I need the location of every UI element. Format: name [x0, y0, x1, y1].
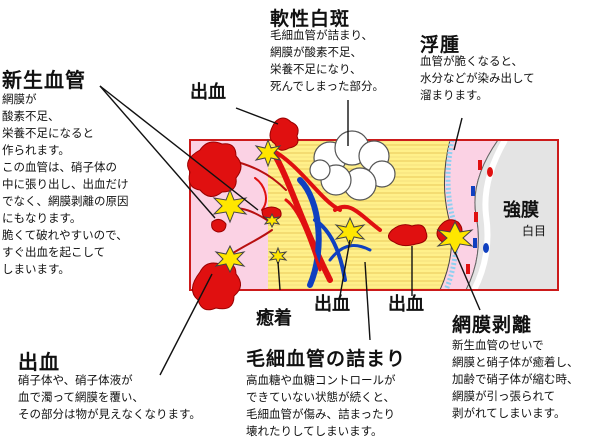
diagram-frame — [189, 139, 559, 291]
edema-title: 浮腫 — [420, 34, 461, 56]
occlusion-desc: 高血糖や血糖コントロールが できていない状態が続くと、 毛細血管が傷み、詰まった… — [246, 373, 396, 438]
soft-exudate-cloud — [309, 130, 396, 201]
choroid-vessels — [466, 160, 493, 274]
retinal-vessels — [227, 147, 382, 288]
burst-stars — [212, 138, 474, 274]
sclera-sub: 白目 — [522, 224, 547, 238]
adhesion-label: 癒着 — [256, 308, 292, 329]
neovascular-title: 新生血管 — [2, 68, 86, 92]
occlusion-title: 毛細血管の詰まり — [246, 348, 407, 370]
hemorrhage-mid2-label: 出血 — [388, 294, 424, 315]
hemorrhage-bottom-desc: 硝子体や、硝子体液が 血で濁って網膜を覆い、 その部分は物が見えなくなります。 — [18, 373, 201, 421]
detachment-desc: 新生血管のせいで 網膜と硝子体が癒着し、 加齢で硝子体が縮む時、 網膜が引っ張ら… — [452, 338, 579, 420]
edema-desc: 血管が脆くなると、 水分などが染み出して 溜まります。 — [420, 54, 535, 102]
detachment-title: 網膜剥離 — [452, 314, 533, 336]
hemorrhage-top-label: 出血 — [190, 82, 226, 103]
soft-exudate-title: 軟性白斑 — [270, 8, 351, 30]
hemorrhage-mid1-label: 出血 — [314, 294, 350, 315]
hemorrhage-bottom-title: 出血 — [18, 350, 60, 374]
leader-lines — [99, 85, 481, 376]
soft-exudate-desc: 毛細血管が詰まり、 網膜が酸素不足、 栄養不足になり、 死んでしまった部分。 — [270, 28, 384, 93]
sclera-title: 強膜 — [503, 200, 539, 221]
neovascular-desc: 網膜が 酸素不足、 栄養不足になると 作られます。 この血管は、硝子体の 中に張… — [2, 92, 129, 276]
